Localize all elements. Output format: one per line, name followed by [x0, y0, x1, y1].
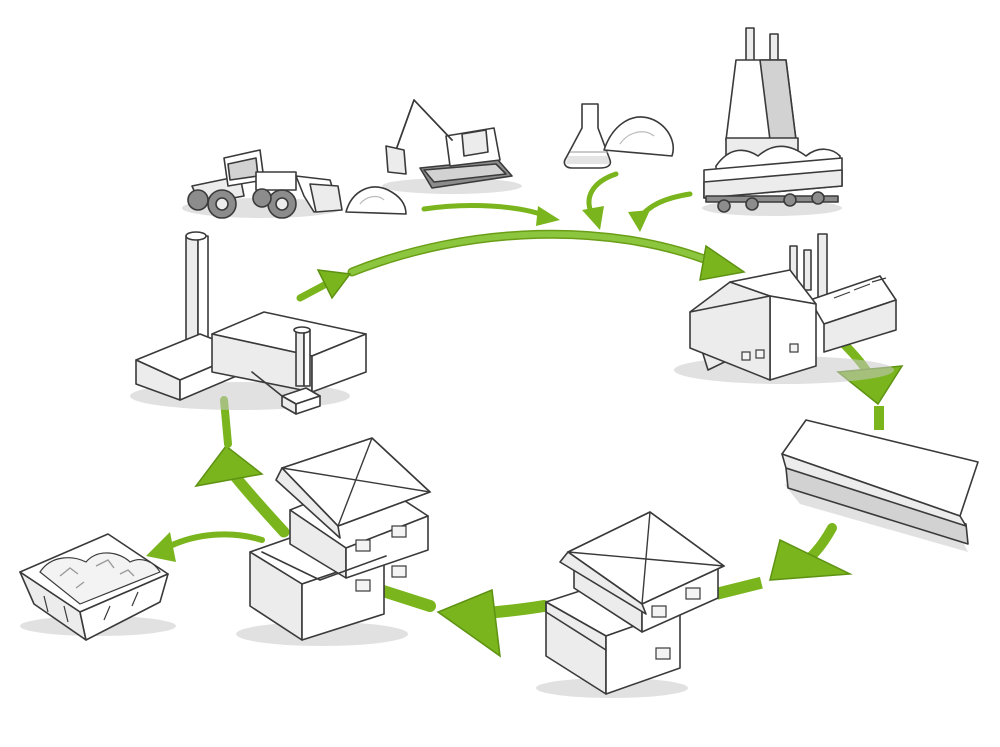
arrow-furnace-to-production — [628, 191, 693, 232]
arrow-recycling-up — [296, 269, 352, 302]
flow-arrows — [146, 171, 904, 658]
arrow-production-to-product — [835, 335, 904, 430]
house-icon-new — [536, 511, 726, 698]
wheel-loader-icon — [182, 149, 343, 219]
arrow-product-to-new-building — [715, 523, 853, 600]
house-icon-used — [236, 437, 432, 646]
arrow-recycling-to-production — [347, 229, 746, 281]
arrow-used-building-to-recycling — [194, 396, 290, 538]
arrow-excavation-to-production — [421, 202, 560, 226]
arrow-new-to-used-building — [374, 584, 550, 658]
excavator-icon — [382, 99, 522, 194]
arrow-used-building-to-waste — [146, 531, 265, 562]
rail-wagon-icon — [702, 145, 843, 216]
recycling-plant-icon — [130, 231, 367, 415]
sand-pile-icon — [345, 186, 407, 215]
building-panel-icon — [781, 419, 979, 552]
powder-pile-icon — [603, 116, 674, 157]
lab-flask-icon — [563, 103, 612, 169]
skip-container-icon — [19, 533, 176, 641]
arrow-flask-to-production — [582, 171, 619, 230]
factory-icon — [674, 233, 897, 384]
blast-furnace-icon — [725, 27, 799, 157]
